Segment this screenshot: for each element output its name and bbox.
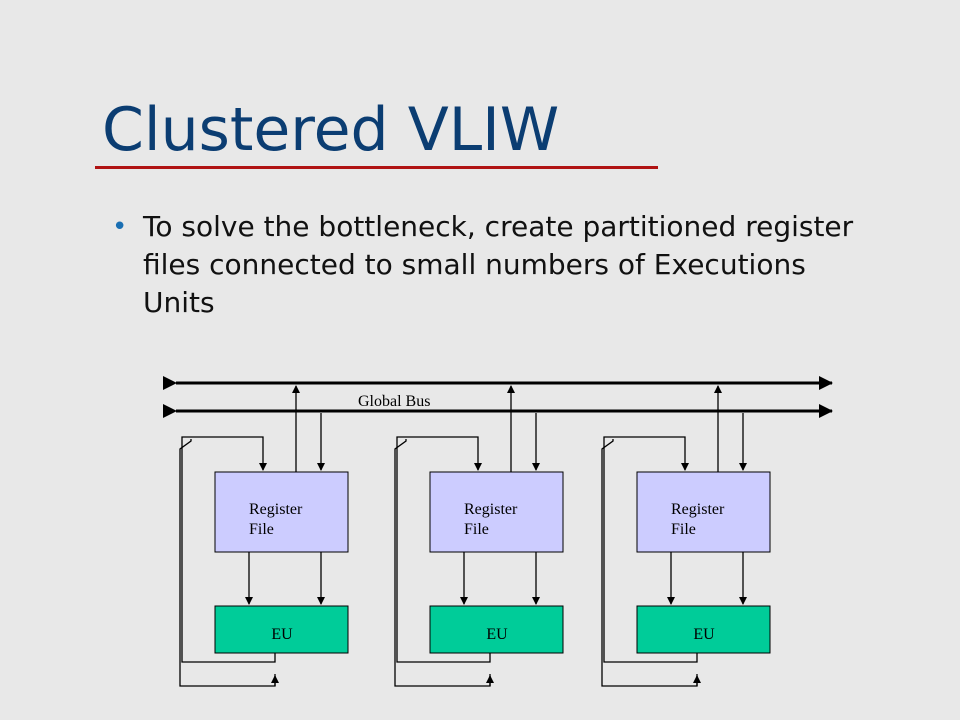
register-file-label-line2: File <box>464 521 489 538</box>
eu-feedback-loop-outer <box>603 436 698 663</box>
bullet-dot-icon: • <box>112 212 128 242</box>
register-file-box <box>636 471 771 553</box>
register-file-box <box>214 471 349 553</box>
bullet-list: • To solve the bottleneck, create partit… <box>112 208 872 322</box>
eu-label: EU <box>271 626 293 643</box>
eu-box <box>214 605 349 654</box>
eu-feedback-loop-outer <box>396 436 491 663</box>
register-file-label-line1: Register <box>671 501 725 518</box>
register-file-label-line2: File <box>249 521 274 538</box>
eu-feedback-loop-outer <box>181 436 276 663</box>
register-file-label-line1: Register <box>249 501 303 518</box>
bullet-text: To solve the bottleneck, create partitio… <box>143 210 854 319</box>
global-bus-label: Global Bus <box>358 393 430 410</box>
title-underline <box>95 166 658 169</box>
eu-box <box>636 605 771 654</box>
register-file-box <box>429 471 564 553</box>
bullet-item: • To solve the bottleneck, create partit… <box>112 208 872 322</box>
slide-title: Clustered VLIW <box>102 95 560 165</box>
register-file-label-line2: File <box>671 521 696 538</box>
eu-box <box>429 605 564 654</box>
eu-label: EU <box>693 626 715 643</box>
register-file-label-line1: Register <box>464 501 518 518</box>
eu-label: EU <box>486 626 508 643</box>
